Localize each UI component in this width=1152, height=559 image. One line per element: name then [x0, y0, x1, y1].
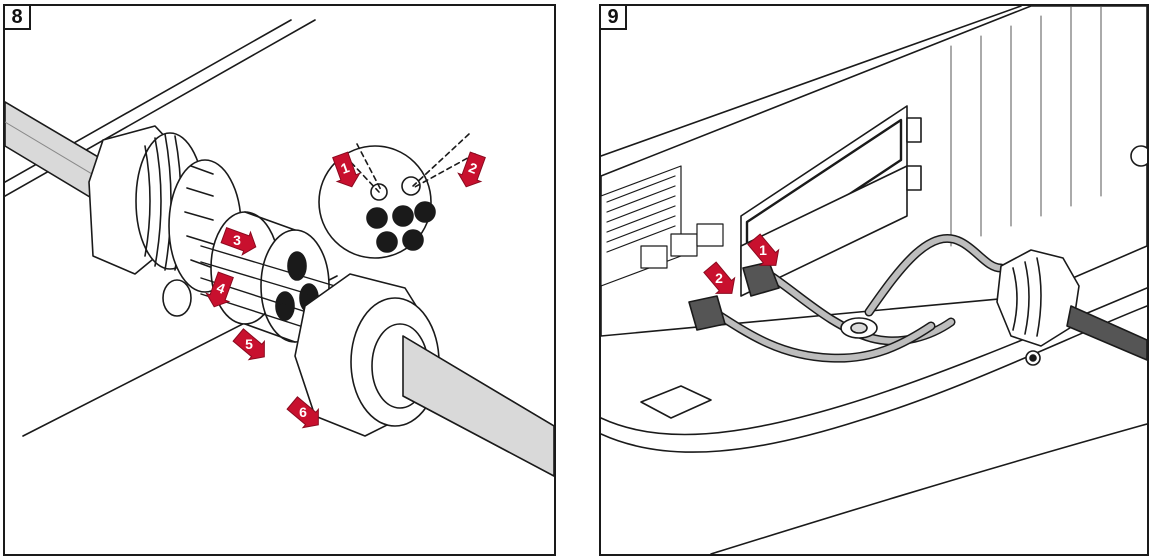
removal-guide-dash [412, 133, 476, 189]
housing-fixing-point [1130, 145, 1147, 167]
network-cable-2 [708, 307, 934, 362]
cable-gland-assembly-illustration: 1 2 3 4 5 6 [5, 19, 554, 477]
callout-3-label: 3 [233, 232, 241, 248]
cable-loop [866, 235, 1004, 315]
callout-1-label: 1 [759, 242, 767, 258]
rj45-port [696, 223, 724, 247]
insert-hole [287, 251, 307, 281]
mounting-boss [640, 385, 712, 419]
callout-2: 2 [703, 261, 736, 294]
detail-hole-filled [376, 231, 398, 253]
board-slot-lower [740, 165, 908, 297]
callout-3: 3 [220, 227, 257, 256]
callout-1: 1 [747, 233, 780, 266]
callout-2: 2 [457, 151, 486, 188]
step-9-panel: 9 [599, 4, 1149, 556]
step-number-badge: 9 [601, 6, 627, 30]
callout-2-label: 2 [715, 270, 723, 286]
network-cable-1 [768, 273, 954, 344]
detail-hole-filled [402, 229, 424, 251]
callout-5-label: 5 [245, 336, 253, 352]
blind-plug [162, 279, 192, 317]
detail-hole-open [370, 183, 388, 201]
callout-4: 4 [205, 271, 234, 308]
rj45-plug-1 [742, 261, 780, 297]
gland-exit-cable [1066, 305, 1147, 361]
device-top-edge [601, 6, 1022, 157]
callout-group: 1 2 [703, 233, 780, 294]
detail-hole-filled [366, 207, 388, 229]
callout-6-label: 6 [299, 404, 307, 420]
wall-vertical-lines [950, 6, 1102, 247]
detail-hole-filled [414, 201, 436, 223]
insert-hole [275, 291, 295, 321]
callout-1: 1 [332, 151, 361, 188]
rj45-plug-2 [688, 295, 726, 331]
detail-hole-filled [392, 205, 414, 227]
callout-6: 6 [286, 396, 319, 429]
slot-latch [906, 165, 922, 191]
terminal-block [601, 165, 724, 287]
gland-thread-lines [144, 133, 182, 271]
gland-ring-slots [184, 165, 214, 269]
slot-latch [906, 117, 922, 143]
step-8-panel: 8 [3, 4, 556, 556]
housing-bottom-edge [710, 423, 1147, 554]
housing-outer-rim [601, 305, 1147, 453]
detail-hole-open [401, 176, 421, 196]
callout-group: 1 2 3 4 5 6 [205, 151, 486, 429]
step-number-badge: 8 [5, 6, 31, 30]
device-interior-illustration: 1 2 [601, 6, 1147, 554]
exiting-cable [402, 335, 554, 477]
callout-5: 5 [232, 328, 265, 361]
gland-thread-lines [1012, 257, 1042, 337]
rj45-port [640, 245, 668, 269]
rj45-port [670, 233, 698, 257]
